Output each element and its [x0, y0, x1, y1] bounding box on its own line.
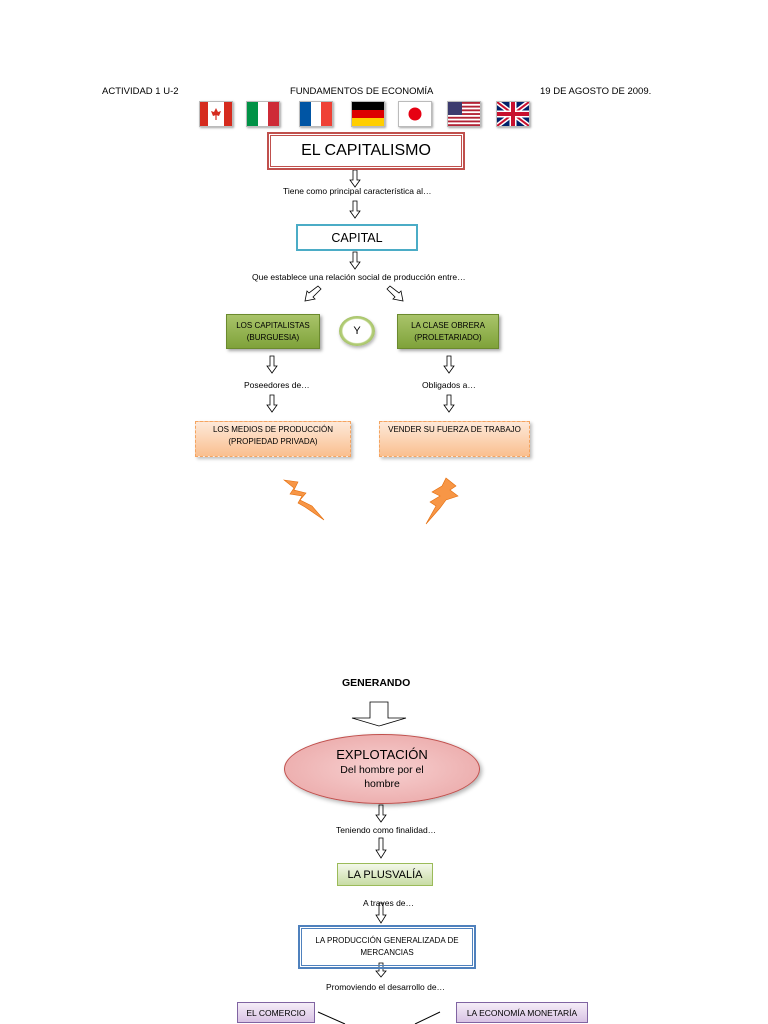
text-promoting: Promoviendo el desarrollo de… [326, 982, 446, 992]
production-line2: MERCANCIAS [360, 948, 414, 957]
monetary-economy-text: LA ECONOMÍA MONETARÍA [466, 1007, 578, 1018]
production-box: LA PRODUCCIÓN GENERALIZADA DE MERCANCIAS [299, 926, 475, 968]
capital-text: CAPITAL [331, 230, 383, 245]
exploitation-ellipse: EXPLOTACIÓN Del hombre por el hombre [284, 734, 480, 804]
france-flag-icon [299, 101, 333, 127]
capitalists-line1: LOS CAPITALISTAS [236, 320, 310, 330]
uk-flag-icon [496, 101, 530, 127]
monetary-economy-box: LA ECONOMÍA MONETARÍA [456, 1002, 588, 1023]
down-arrow-icon [443, 355, 455, 374]
germany-flag-icon [351, 101, 385, 127]
header-activity: ACTIVIDAD 1 U-2 [102, 86, 179, 97]
connector-text: Y [353, 325, 361, 337]
big-down-arrow-icon [351, 701, 407, 727]
working-class-line2: (PROLETARIADO) [414, 332, 482, 342]
down-arrow-icon [443, 394, 455, 413]
down-arrow-icon [266, 355, 278, 374]
header-course: FUNDAMENTOS DE ECONOMÍA [290, 86, 434, 97]
plusvalia-text: LA PLUSVALÍA [347, 868, 423, 881]
text-owners: Poseedores de… [244, 380, 310, 390]
exploitation-title: EXPLOTACIÓN [336, 747, 428, 762]
means-of-production-box: LOS MEDIOS DE PRODUCCIÓN (PROPIEDAD PRIV… [195, 421, 351, 457]
capital-box: CAPITAL [296, 224, 418, 251]
title-text: EL CAPITALISMO [301, 142, 431, 159]
lightning-icon [282, 477, 459, 525]
means-line2: (PROPIEDAD PRIVADA) [228, 437, 318, 446]
means-line1: LOS MEDIOS DE PRODUCCIÓN [212, 425, 333, 434]
working-class-line1: LA CLASE OBRERA [411, 320, 485, 330]
down-arrow-icon [349, 251, 361, 270]
title-box: EL CAPITALISMO [268, 133, 464, 169]
text-main-feature: Tiene como principal característica al… [283, 186, 432, 196]
connector-circle: Y [339, 316, 375, 346]
generating-label: GENERANDO [342, 677, 411, 689]
down-arrow-icon [266, 394, 278, 413]
header-date: 19 DE AGOSTO DE 2009. [540, 86, 652, 97]
diagonal-arrow-right-icon [386, 285, 404, 302]
italy-flag-icon [246, 101, 280, 127]
exploitation-sub1: Del hombre por el [340, 764, 424, 776]
bottom-connector-lines [317, 1011, 441, 1024]
labor-force-box: VENDER SU FUERZA DE TRABAJO [379, 421, 530, 457]
down-arrow-icon [349, 200, 361, 219]
canada-flag-icon [199, 101, 233, 127]
working-class-box: LA CLASE OBRERA (PROLETARIADO) [397, 314, 499, 349]
text-through: A traves de… [363, 898, 415, 908]
down-arrow-icon [375, 902, 387, 924]
down-arrow-icon [375, 804, 387, 823]
labor-force-text: VENDER SU FUERZA DE TRABAJO [388, 425, 521, 434]
text-purpose: Teniendo como finalidad… [336, 825, 437, 835]
commerce-text: EL COMERCIO [246, 1007, 306, 1018]
down-arrow-icon [375, 837, 387, 859]
capitalists-line2: (BURGUESIA) [246, 332, 300, 342]
production-line1: LA PRODUCCIÓN GENERALIZADA DE [315, 936, 459, 945]
text-obligated: Obligados a… [422, 380, 476, 390]
exploitation-sub2: hombre [364, 778, 400, 790]
capitalists-box: LOS CAPITALISTAS (BURGUESIA) [226, 314, 320, 349]
text-social-relation: Que establece una relación social de pro… [252, 272, 466, 282]
diagonal-arrow-left-icon [304, 285, 322, 302]
japan-flag-icon [398, 101, 432, 127]
plusvalia-box: LA PLUSVALÍA [337, 863, 433, 886]
down-arrow-icon [375, 962, 387, 978]
down-arrow-icon [349, 169, 361, 188]
commerce-box: EL COMERCIO [237, 1002, 315, 1023]
usa-flag-icon [447, 101, 481, 127]
